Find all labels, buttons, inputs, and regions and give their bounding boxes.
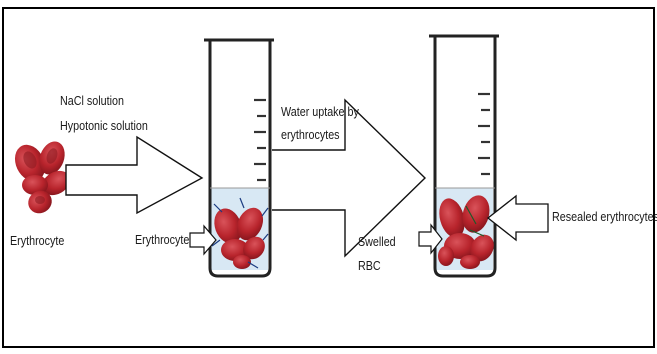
arrow-addition: [65, 135, 204, 215]
arrow-water-uptake: [272, 98, 427, 258]
label-rbc: RBC: [358, 259, 381, 273]
label-resealed-erythrocytes: Resealed erythrocytes: [552, 210, 657, 224]
beaker-hypotonic: [204, 38, 274, 278]
arrow-erythrocyte-pointer: [189, 224, 217, 256]
label-erythrocyte-beaker: Erythrocyte: [135, 233, 190, 247]
label-hypotonic-solution: Hypotonic solution: [60, 119, 148, 133]
frame-border: [2, 7, 655, 348]
resealed-erythrocytes-in-beaker: [438, 195, 494, 269]
erythrocytes-in-beaker: [211, 197, 269, 269]
label-swelled: Swelled: [358, 235, 396, 249]
arrow-resealed-pointer: [486, 194, 549, 242]
label-erythrocyte-left: Erythrocyte: [10, 234, 65, 248]
label-water-uptake-line2: erythrocytes: [281, 128, 340, 142]
label-nacl-solution: NaCl solution: [60, 94, 124, 108]
erythrocyte-cluster: [14, 141, 71, 214]
label-water-uptake-line1: Water uptake by: [281, 105, 359, 119]
arrow-swelled-pointer: [418, 223, 443, 255]
beaker-swelled: [429, 34, 499, 278]
